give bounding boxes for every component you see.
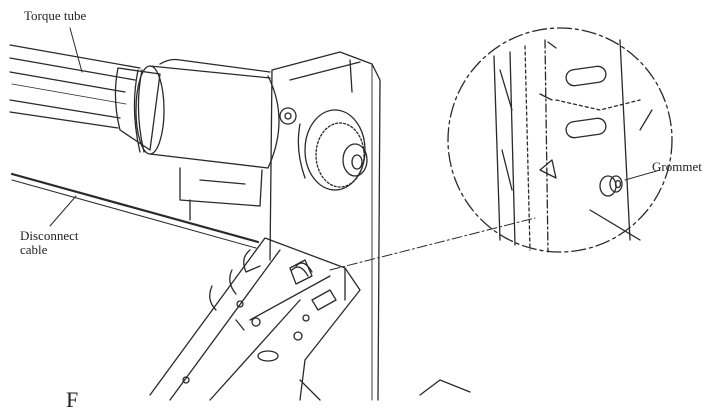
disconnect-cable-label: Disconnect cable <box>20 229 78 257</box>
torsion-spring-assembly-diagram <box>0 0 725 403</box>
grommet <box>600 170 660 196</box>
grommet-label: Grommet <box>652 160 702 174</box>
mounting-bracket <box>270 52 380 400</box>
magnifier-leader <box>330 218 535 270</box>
torque-tube-label: Torque tube <box>24 9 86 23</box>
motor-housing <box>115 60 279 221</box>
spring-gear-wheel <box>298 110 367 190</box>
torque-tube-leader <box>70 28 82 72</box>
lower-rail <box>150 238 470 400</box>
figure-caption-fragment: F <box>66 389 78 411</box>
magnified-detail <box>448 28 672 252</box>
torque-tube <box>10 45 140 128</box>
